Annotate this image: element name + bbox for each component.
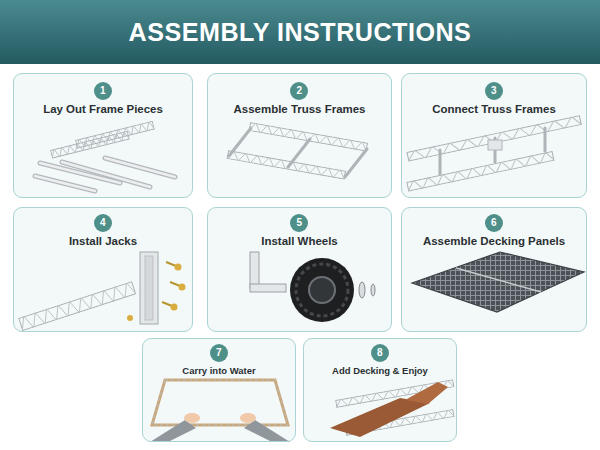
connector-plate bbox=[488, 140, 502, 150]
step-heading: Install Wheels bbox=[208, 234, 391, 249]
step-number-circle: 3 bbox=[485, 82, 503, 100]
cross-member bbox=[439, 150, 442, 174]
panel-ground bbox=[142, 338, 296, 442]
rail-piece bbox=[105, 158, 175, 177]
bolt-head bbox=[175, 264, 182, 271]
frame-pieces bbox=[35, 121, 175, 191]
bolt-head bbox=[171, 304, 178, 311]
step-heading: Assemble Truss Frames bbox=[208, 102, 391, 117]
panel-ground bbox=[13, 207, 193, 332]
step-heading: Add Decking & Enjoy bbox=[304, 364, 456, 377]
cross-member bbox=[288, 139, 310, 167]
jack-post bbox=[145, 256, 153, 320]
step-number-circle: 1 bbox=[94, 82, 112, 100]
deck-lounge bbox=[330, 379, 455, 437]
truss-piece bbox=[18, 281, 136, 331]
callout-number: 6 bbox=[485, 214, 503, 232]
page-title: ASSEMBLY INSTRUCTIONS bbox=[0, 0, 600, 64]
deck-plank bbox=[330, 398, 430, 437]
truss-piece bbox=[248, 122, 368, 152]
step-number-circle: 6 bbox=[485, 214, 503, 232]
step-heading: Carry into Water bbox=[143, 364, 295, 377]
callout-number: 2 bbox=[290, 82, 308, 100]
truss-piece bbox=[75, 121, 155, 149]
panel-ground bbox=[401, 73, 587, 198]
truss-piece bbox=[406, 151, 555, 192]
nut bbox=[371, 284, 375, 296]
hand bbox=[184, 413, 200, 423]
step-heading: Assemble Decking Panels bbox=[402, 234, 586, 249]
rail-piece bbox=[105, 158, 175, 177]
washer bbox=[359, 282, 365, 298]
jack-leg bbox=[250, 252, 259, 288]
connected-frames bbox=[406, 115, 582, 192]
step-panel: Assemble Truss Frames 2 bbox=[207, 73, 392, 198]
callout-number: 7 bbox=[210, 344, 228, 362]
tire-tread bbox=[296, 264, 348, 316]
wheel-tire bbox=[290, 258, 354, 322]
bolt bbox=[162, 302, 172, 306]
callout-number: 5 bbox=[290, 214, 308, 232]
step-panel: Lay Out Frame Pieces 1 bbox=[13, 73, 193, 198]
callout-number: 3 bbox=[485, 82, 503, 100]
panel-seam bbox=[456, 268, 541, 292]
panel-ground bbox=[13, 73, 193, 198]
axle bbox=[250, 284, 286, 292]
step-panel: Add Decking & Enjoy 8 bbox=[303, 338, 457, 442]
cross-member bbox=[345, 149, 367, 177]
callout-number: 4 bbox=[94, 214, 112, 232]
jack-assembly bbox=[18, 252, 186, 331]
bolt bbox=[166, 262, 176, 266]
hand bbox=[240, 413, 256, 423]
cross-member bbox=[229, 128, 251, 156]
step-panel: Connect Truss Frames 3 bbox=[401, 73, 587, 198]
callout-number: 1 bbox=[94, 82, 112, 100]
step-number-circle: 7 bbox=[210, 344, 228, 362]
header-band bbox=[0, 0, 600, 64]
step-heading: Connect Truss Frames bbox=[402, 102, 586, 117]
carry-frame bbox=[150, 380, 290, 442]
callout-number: 8 bbox=[371, 344, 389, 362]
truss-piece bbox=[406, 115, 582, 162]
step-number-circle: 8 bbox=[371, 344, 389, 362]
wheel-assembly bbox=[250, 252, 375, 322]
panel-ground bbox=[401, 207, 587, 332]
bolt-head bbox=[179, 284, 186, 291]
step-panel: Carry into Water 7 bbox=[142, 338, 296, 442]
grate-panel bbox=[412, 252, 584, 312]
lounge-back bbox=[405, 382, 448, 404]
step-number-circle: 5 bbox=[290, 214, 308, 232]
panel-ground bbox=[303, 338, 457, 442]
bolt-head bbox=[127, 315, 133, 321]
step-number-circle: 4 bbox=[94, 214, 112, 232]
truss-piece bbox=[226, 150, 346, 180]
arm bbox=[244, 420, 290, 442]
frame-outline bbox=[152, 380, 288, 425]
bolt bbox=[170, 282, 180, 286]
rail-piece bbox=[35, 176, 95, 191]
step-panel: Install Jacks 4 bbox=[13, 207, 193, 332]
step-panel: Install Wheels 5 bbox=[207, 207, 392, 332]
step-heading: Lay Out Frame Pieces bbox=[14, 102, 192, 117]
cross-member bbox=[544, 128, 547, 151]
jack-post bbox=[140, 252, 158, 324]
step-number-circle: 2 bbox=[290, 82, 308, 100]
panel-ground bbox=[207, 207, 392, 332]
step-panel: Assemble Decking Panels 6 bbox=[401, 207, 587, 332]
rail-piece bbox=[35, 176, 95, 191]
frame-truss bbox=[152, 380, 288, 425]
truss-frame bbox=[226, 122, 368, 180]
step-heading: Install Jacks bbox=[14, 234, 192, 249]
arm bbox=[150, 420, 196, 442]
decking-panel bbox=[412, 252, 584, 312]
panel-grounds bbox=[13, 73, 587, 442]
panel-ground bbox=[207, 73, 392, 198]
wheel-hub bbox=[309, 277, 335, 303]
